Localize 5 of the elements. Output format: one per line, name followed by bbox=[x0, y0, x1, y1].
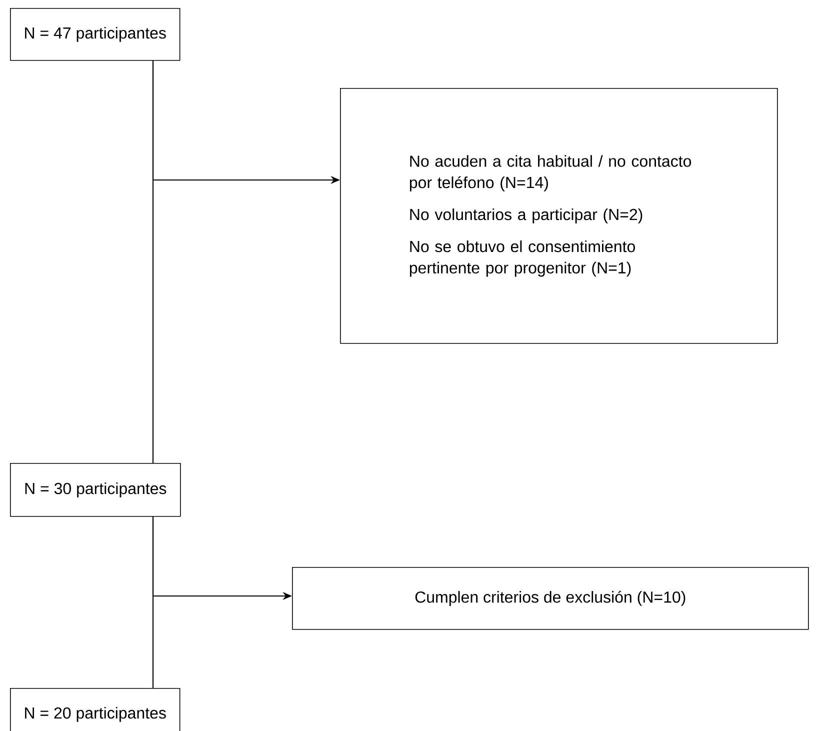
exclusion-box: No acuden a cita habitual / no contacto por teléfono (N=14) No voluntarios a participar (N=2) No se obtuvo el consentimiento pertinente por progenitor (N=1) bbox=[340, 88, 778, 344]
process-box: N = 20 participantes bbox=[10, 688, 180, 731]
process-box: N = 47 participantes bbox=[10, 8, 180, 61]
process-box: N = 30 participantes bbox=[10, 463, 181, 517]
process-box: Cumplen criterios de exclusión (N=10) bbox=[292, 567, 809, 630]
